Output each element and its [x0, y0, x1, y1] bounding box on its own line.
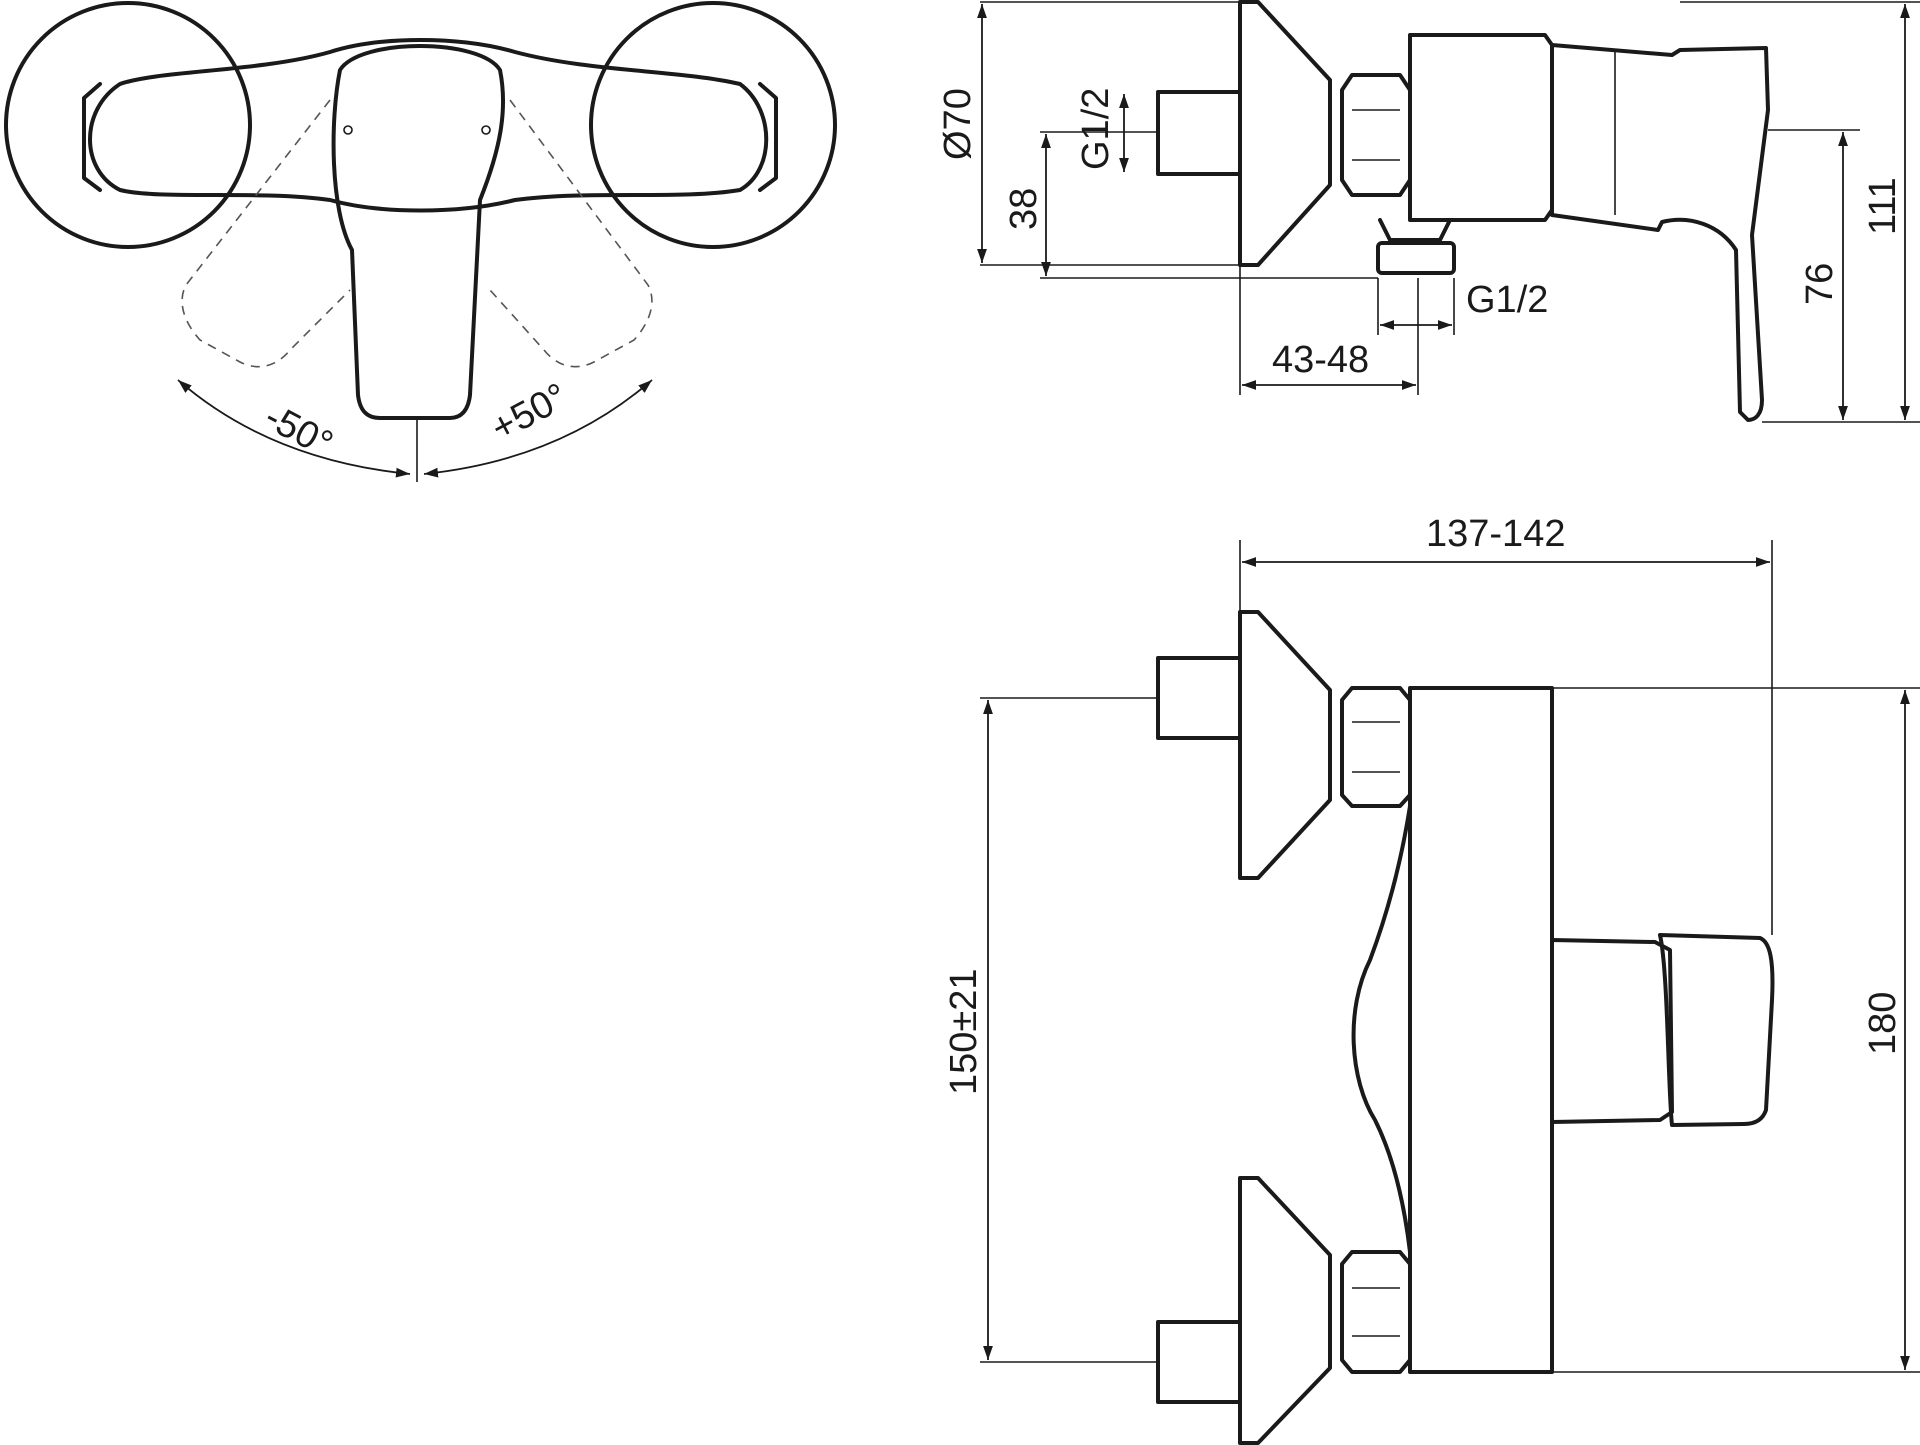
mixer-body-top	[88, 38, 769, 213]
left-nut-top	[82, 82, 102, 192]
side-outlet-nut	[1376, 241, 1456, 275]
dim-total-depth-label: 137-142	[1426, 513, 1565, 555]
side-inlet-pipe	[1156, 90, 1242, 176]
left-rosette	[4, 1, 252, 249]
dim-offset-label: 38	[1003, 188, 1045, 230]
lever-screw-left	[343, 125, 353, 135]
dim-projection-label: 43-48	[1272, 339, 1369, 381]
front-lower-nut	[1340, 1250, 1412, 1374]
side-handle	[1550, 43, 1770, 422]
top-view: -50° +50°	[4, 1, 837, 482]
front-upper-nut	[1340, 686, 1412, 808]
front-lower-pipe	[1156, 1320, 1242, 1404]
rotation-minus-label: -50°	[258, 396, 340, 466]
front-handle-cap	[1658, 933, 1775, 1127]
front-handle	[1550, 938, 1674, 1124]
front-outlet-profile	[1351, 804, 1412, 1254]
dim-total-height-label: 111	[1862, 177, 1904, 235]
rotation-arc-right	[423, 379, 653, 478]
side-view: Ø70 38 G1/2 G1/2 43-48 76 111	[937, 0, 1920, 423]
right-nut-top	[758, 82, 778, 192]
dim-inlet-thread-label: G1/2	[1075, 88, 1117, 170]
front-view: 137-142 150±21 180	[943, 513, 1920, 1445]
dim-handle-height-label: 76	[1799, 263, 1841, 305]
front-upper-flange	[1238, 610, 1332, 880]
side-hex-nut	[1340, 73, 1412, 197]
right-rosette	[589, 1, 837, 249]
front-lower-flange	[1238, 1176, 1332, 1445]
lever-top	[331, 44, 506, 420]
side-body	[1408, 33, 1554, 222]
side-flange	[1238, 0, 1332, 267]
dim-outlet-thread-label: G1/2	[1466, 279, 1548, 321]
dim-body-height-label: 180	[1862, 992, 1904, 1055]
lever-screw-right	[481, 125, 491, 135]
dim-centres-label: 150±21	[943, 968, 985, 1095]
side-outlet	[1378, 218, 1452, 242]
lever-position-left	[181, 99, 351, 368]
front-body	[1408, 686, 1554, 1374]
rotation-arc-left	[177, 379, 411, 478]
dim-diameter-label: Ø70	[937, 88, 979, 160]
front-upper-pipe	[1156, 656, 1242, 740]
lever-position-right	[489, 99, 653, 368]
